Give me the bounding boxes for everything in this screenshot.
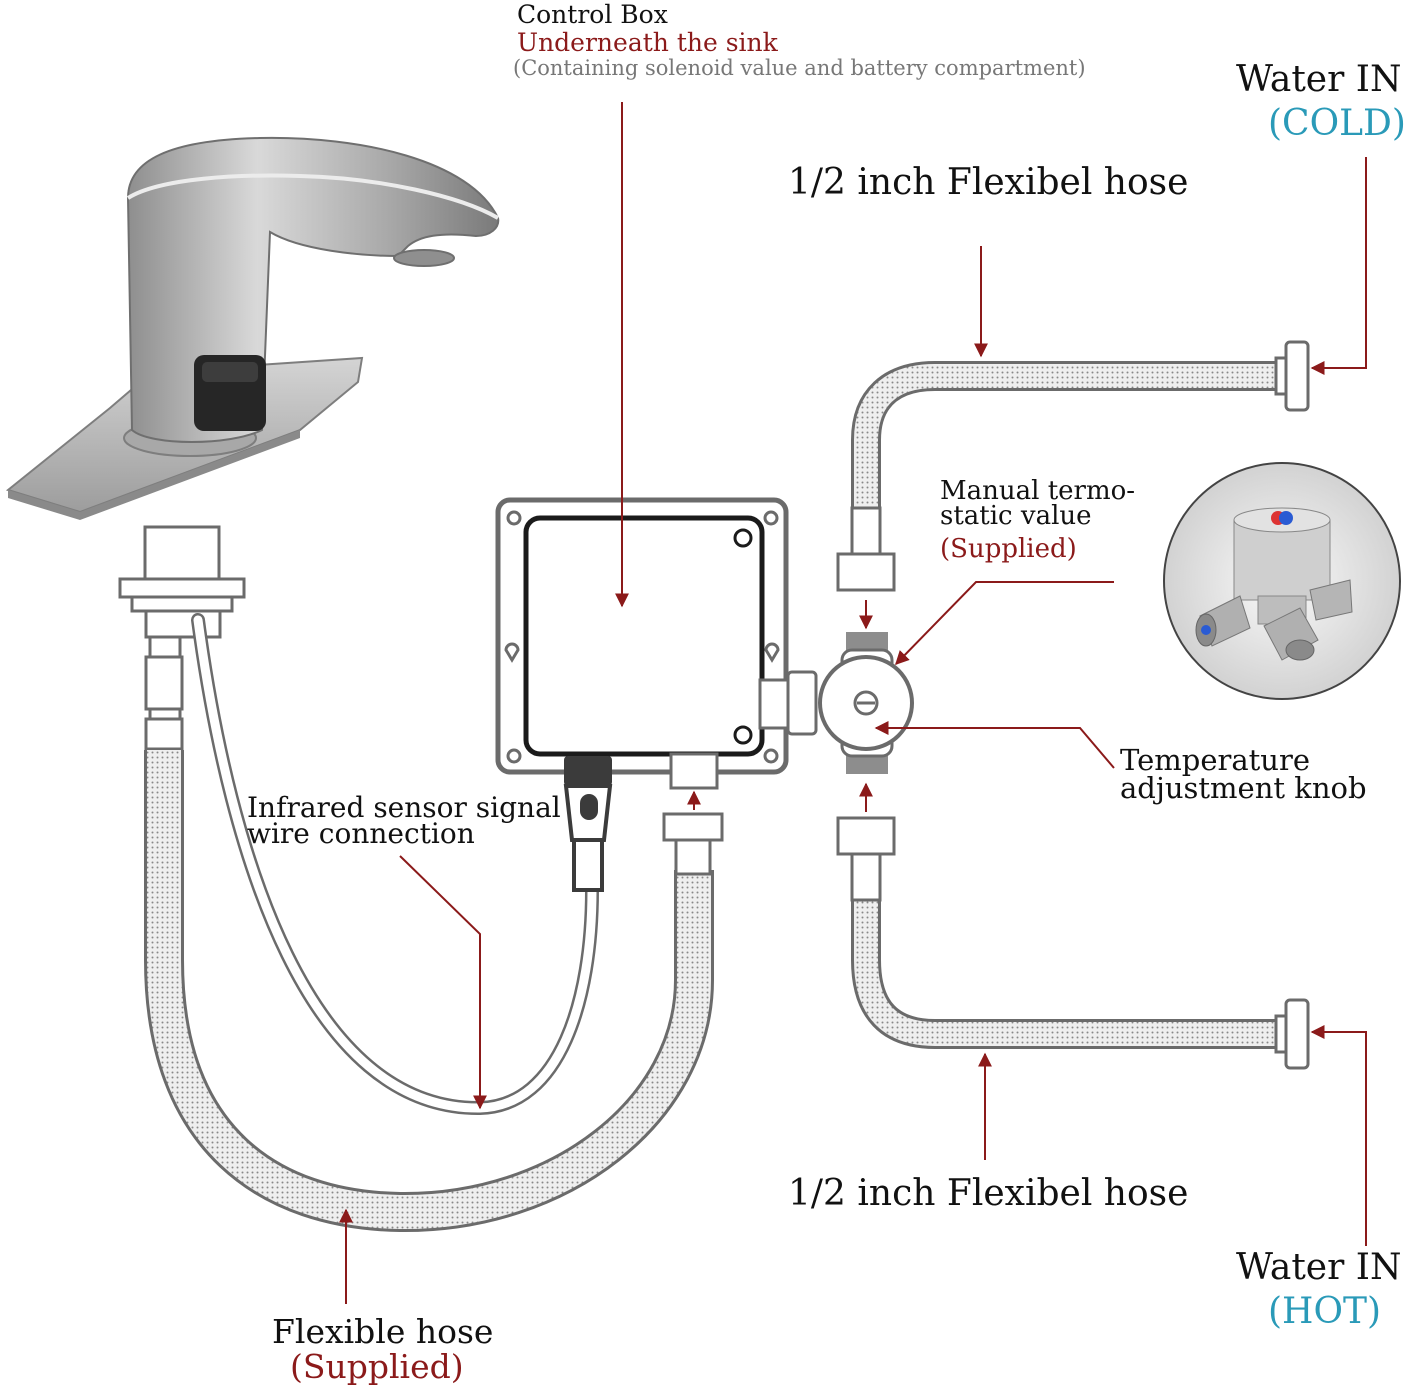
water-in-cold-title: Water IN (1236, 59, 1402, 100)
hose-top-label: 1/2 inch Flexibel hose (788, 162, 1189, 203)
thermostatic-valve-sub: (Supplied) (940, 534, 1077, 564)
control-box (495, 497, 818, 892)
hose-top (836, 340, 1310, 592)
flexible-hose-sub: (Supplied) (290, 1347, 464, 1386)
temperature-knob-line1: Temperature (1120, 743, 1310, 777)
sensor-wire-line1: Infrared sensor signal (247, 791, 561, 824)
thermostatic-valve-line2: static value (940, 501, 1092, 531)
control-box-note: (Containing solenoid value and battery c… (513, 56, 1086, 80)
faucet-shank (118, 525, 246, 751)
hose-bottom-label: 1/2 inch Flexibel hose (788, 1173, 1189, 1214)
valve-photo (1163, 462, 1401, 700)
temperature-knob-line2: adjustment knob (1120, 771, 1367, 805)
water-in-cold-sub: (COLD) (1268, 103, 1406, 144)
sensor-signal-wire (191, 613, 599, 1116)
hose-bottom (836, 816, 1310, 1070)
thermostatic-valve (818, 632, 914, 774)
sensor-wire-line2: wire connection (247, 817, 475, 850)
water-in-hot-title: Water IN (1236, 1247, 1402, 1288)
water-in-hot-sub: (HOT) (1268, 1291, 1382, 1332)
control-box-title: Control Box (517, 0, 668, 29)
thermostatic-valve-line1: Manual termo- (940, 476, 1136, 506)
flexible-hose-title: Flexible hose (272, 1312, 494, 1351)
flexible-hose-supplied (144, 750, 714, 1233)
leader-lines (339, 102, 1367, 1304)
control-box-location: Underneath the sink (517, 28, 778, 57)
faucet (5, 136, 500, 520)
